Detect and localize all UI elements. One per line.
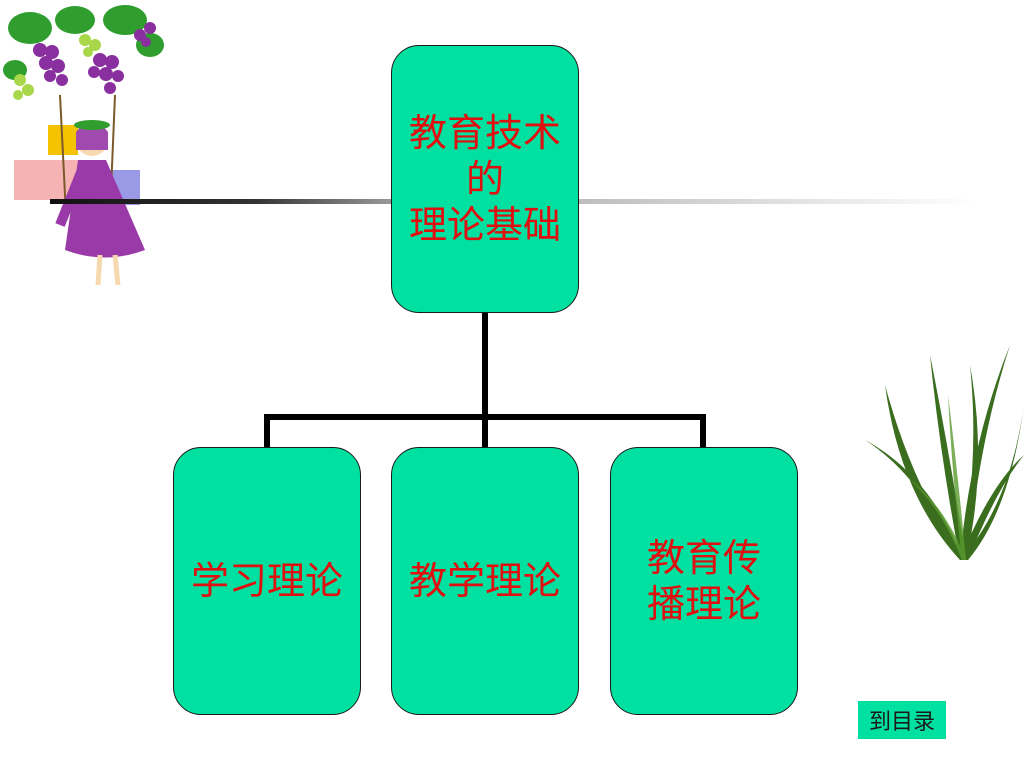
connector-root-stem [482,313,488,417]
toc-button-label: 到目录 [868,710,935,735]
connector-drop-1 [264,414,270,447]
child-node-teaching-theory: 教学理论 [391,447,579,715]
root-node-label: 教育技术 的 理论基础 [408,111,561,247]
connector-drop-2 [482,414,488,447]
connector-drop-3 [700,414,706,447]
child-node-learning-theory: 学习理论 [173,447,361,715]
title-rule-left [50,199,391,204]
child-node-label: 学习理论 [190,559,343,603]
toc-button[interactable]: 到目录 [858,701,946,739]
child-node-label: 教学理论 [408,559,561,603]
title-rule-right [579,199,979,204]
root-node: 教育技术 的 理论基础 [391,45,579,313]
child-node-communication-theory: 教育传 播理论 [610,447,798,715]
grape-swing-icon [3,5,164,286]
grass-plant-icon [865,345,1024,560]
child-node-label: 教育传 播理论 [646,536,761,626]
